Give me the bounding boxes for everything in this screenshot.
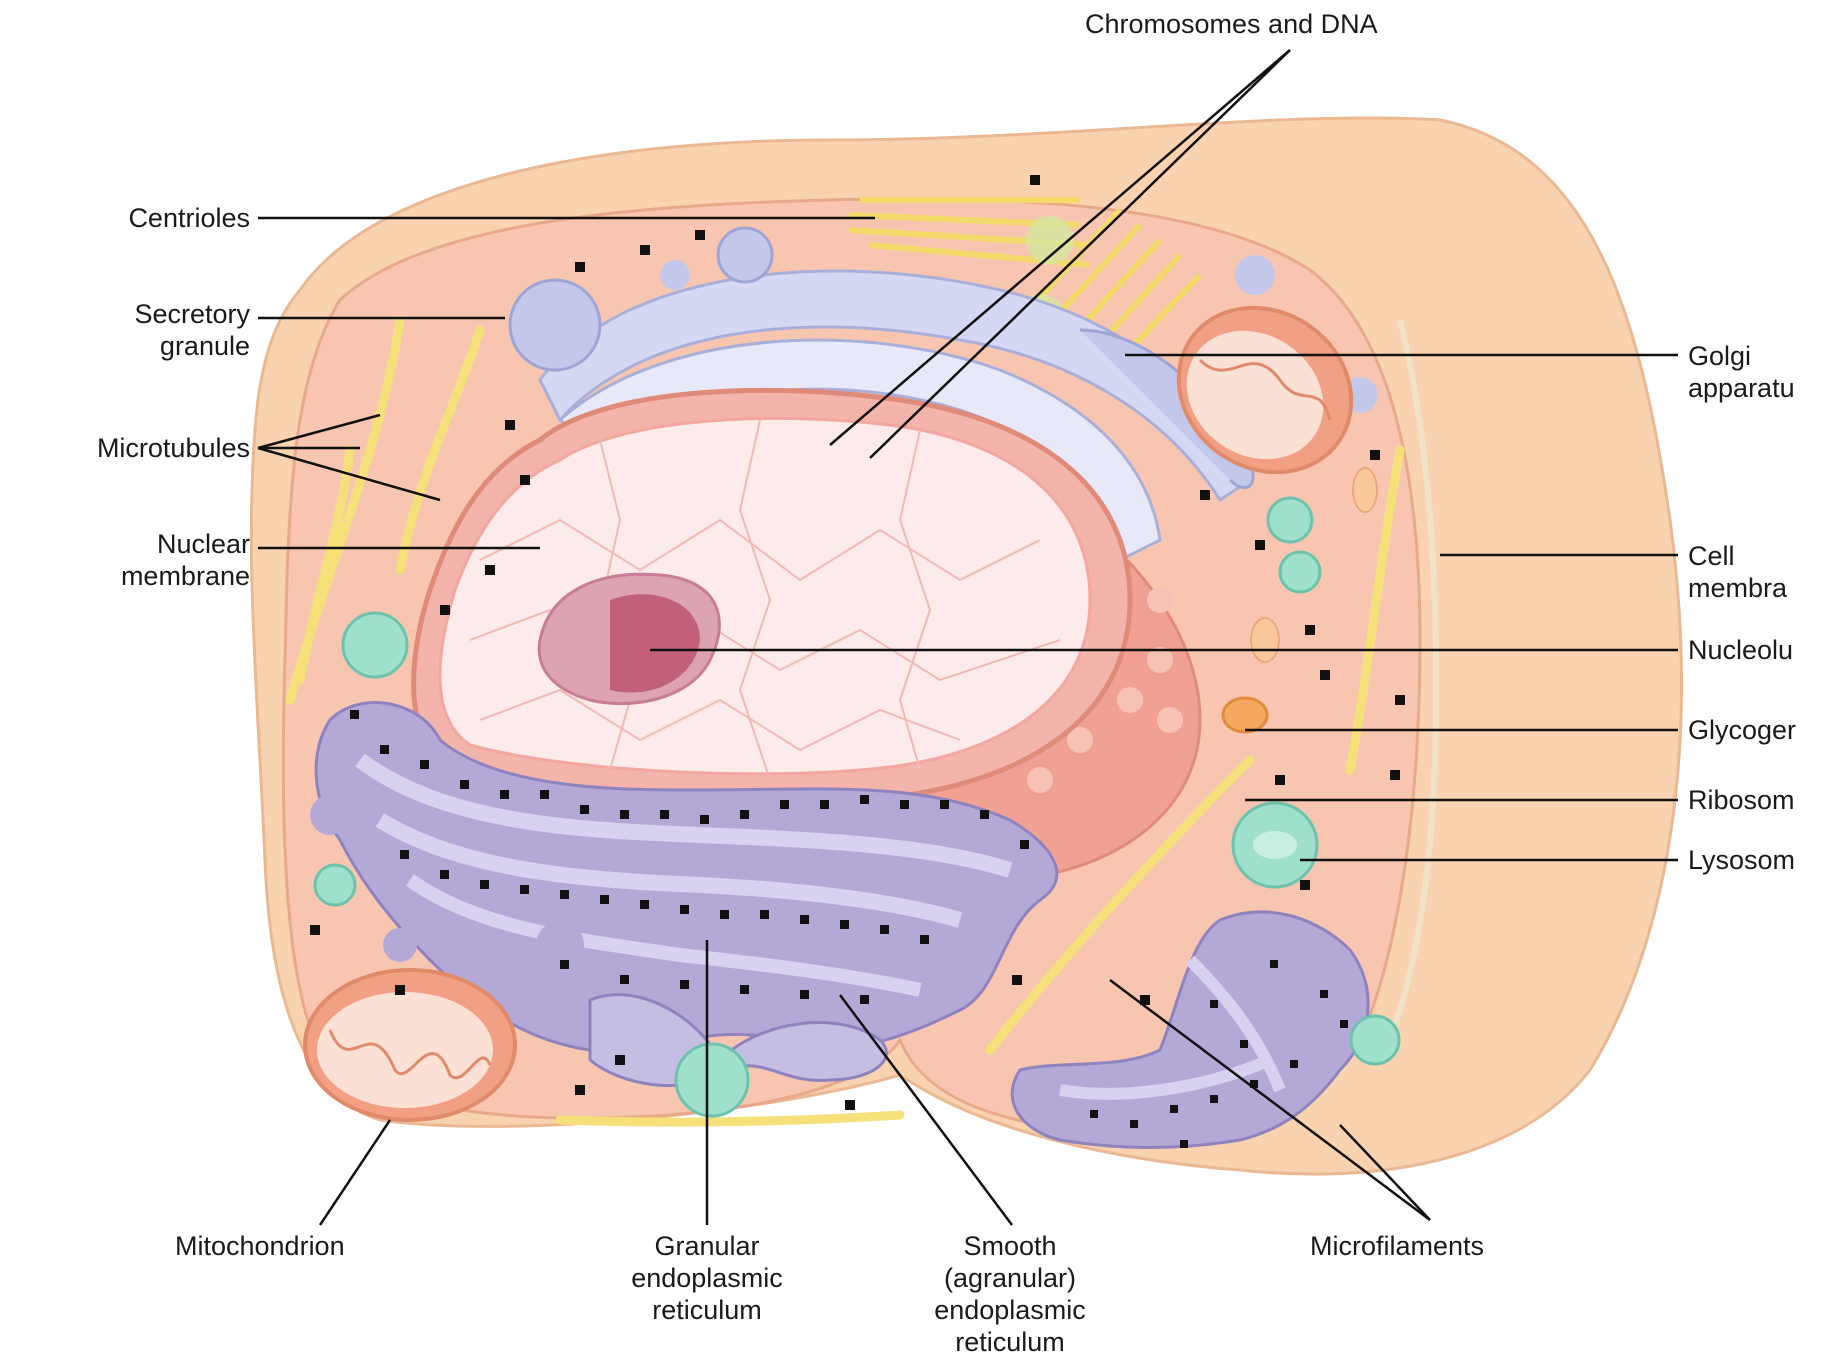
nucleus bbox=[414, 390, 1130, 803]
label-granular-line3: reticulum bbox=[577, 1294, 837, 1326]
label-glycogen: Glycoger bbox=[1688, 714, 1796, 746]
label-mitochondrion: Mitochondrion bbox=[175, 1230, 345, 1262]
label-smooth-line4: reticulum bbox=[880, 1326, 1140, 1358]
label-granular-line2: endoplasmic bbox=[577, 1262, 837, 1294]
label-cell-membrane-line2: membra bbox=[1688, 572, 1787, 604]
vesicle bbox=[383, 928, 417, 962]
label-nuclear-membrane: Nuclear membrane bbox=[0, 528, 250, 592]
vesicle bbox=[310, 795, 350, 835]
label-granular-line1: Granular bbox=[577, 1230, 837, 1262]
label-golgi-line1: Golgi bbox=[1688, 340, 1795, 372]
label-secretory-line1: Secretory bbox=[0, 298, 250, 330]
label-cell-membrane: Cell membra bbox=[1688, 540, 1787, 604]
vesicle bbox=[718, 228, 772, 282]
label-ribosomes: Ribosom bbox=[1688, 784, 1795, 816]
label-centrioles: Centrioles bbox=[0, 202, 250, 234]
label-secretory-granule: Secretory granule bbox=[0, 298, 250, 362]
label-nuclear-line2: membrane bbox=[0, 560, 250, 592]
label-golgi: Golgi apparatu bbox=[1688, 340, 1795, 404]
label-nuclear-line1: Nuclear bbox=[0, 528, 250, 560]
vesicle bbox=[1235, 255, 1275, 295]
label-golgi-line2: apparatu bbox=[1688, 372, 1795, 404]
glycogen-granule bbox=[1251, 618, 1279, 662]
secretory-granule bbox=[510, 280, 600, 370]
glycogen-granule bbox=[1223, 698, 1267, 732]
label-smooth-line2: (agranular) bbox=[880, 1262, 1140, 1294]
label-smooth-line1: Smooth bbox=[880, 1230, 1140, 1262]
vesicle bbox=[660, 260, 690, 290]
glycogen-granule bbox=[1353, 468, 1377, 512]
label-chromosomes: Chromosomes and DNA bbox=[1085, 8, 1378, 40]
label-smooth-er: Smooth (agranular) endoplasmic reticulum bbox=[880, 1230, 1140, 1358]
label-smooth-line3: endoplasmic bbox=[880, 1294, 1140, 1326]
label-granular-er: Granular endoplasmic reticulum bbox=[577, 1230, 837, 1326]
label-microfilaments: Microfilaments bbox=[1310, 1230, 1484, 1262]
label-lysosomes: Lysosom bbox=[1688, 844, 1795, 876]
label-nucleolus: Nucleolu bbox=[1688, 634, 1793, 666]
label-cell-membrane-line1: Cell bbox=[1688, 540, 1787, 572]
lysosome-inner bbox=[1253, 831, 1297, 859]
label-secretory-line2: granule bbox=[0, 330, 250, 362]
vesicle bbox=[966, 896, 1014, 944]
label-microtubules: Microtubules bbox=[0, 432, 250, 464]
mitochondrion-lower bbox=[305, 970, 515, 1120]
